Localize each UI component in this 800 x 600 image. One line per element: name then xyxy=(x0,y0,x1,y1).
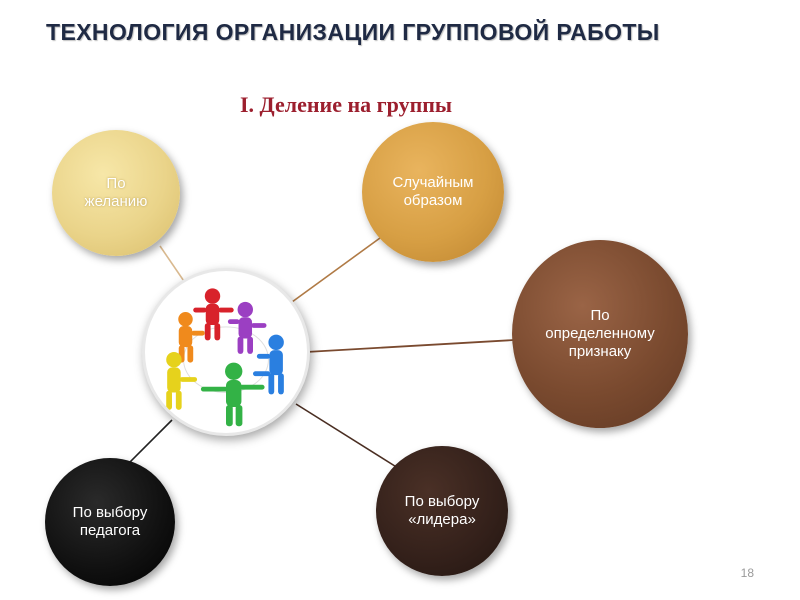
figure-yellow xyxy=(166,352,198,410)
figure-green xyxy=(200,362,265,427)
node-leader-choice-label: По выбору «лидера» xyxy=(404,493,480,528)
node-by-wish-label: По желанию xyxy=(84,175,148,210)
figure-purple xyxy=(227,301,267,354)
node-teacher-choice: По выбору педагога xyxy=(45,458,175,586)
node-random-label: Случайным образом xyxy=(392,174,474,209)
figure-red xyxy=(193,288,234,341)
slide-subtitle: I. Деление на группы xyxy=(240,92,453,117)
figure-orange xyxy=(178,311,205,363)
connector-leader xyxy=(295,403,399,469)
node-teacher-choice-label: По выбору педагога xyxy=(72,504,148,539)
node-random: Случайным образом xyxy=(362,122,504,262)
page-number: 18 xyxy=(740,566,754,580)
node-by-trait: По определенному признаку xyxy=(512,240,688,428)
node-by-trait-label: По определенному признаку xyxy=(545,307,655,360)
connector-teacher xyxy=(123,419,173,469)
people-circle-icon xyxy=(166,288,284,427)
slide-title: ТЕХНОЛОГИЯ ОРГАНИЗАЦИИ ГРУППОВОЙ РАБОТЫ xyxy=(46,19,660,45)
hub-circle xyxy=(142,268,310,436)
connector-trait xyxy=(305,339,515,353)
node-by-wish: По желанию xyxy=(52,130,180,256)
connector-random xyxy=(291,237,381,303)
figure-blue xyxy=(253,334,284,395)
node-leader-choice: По выбору «лидера» xyxy=(376,446,508,576)
